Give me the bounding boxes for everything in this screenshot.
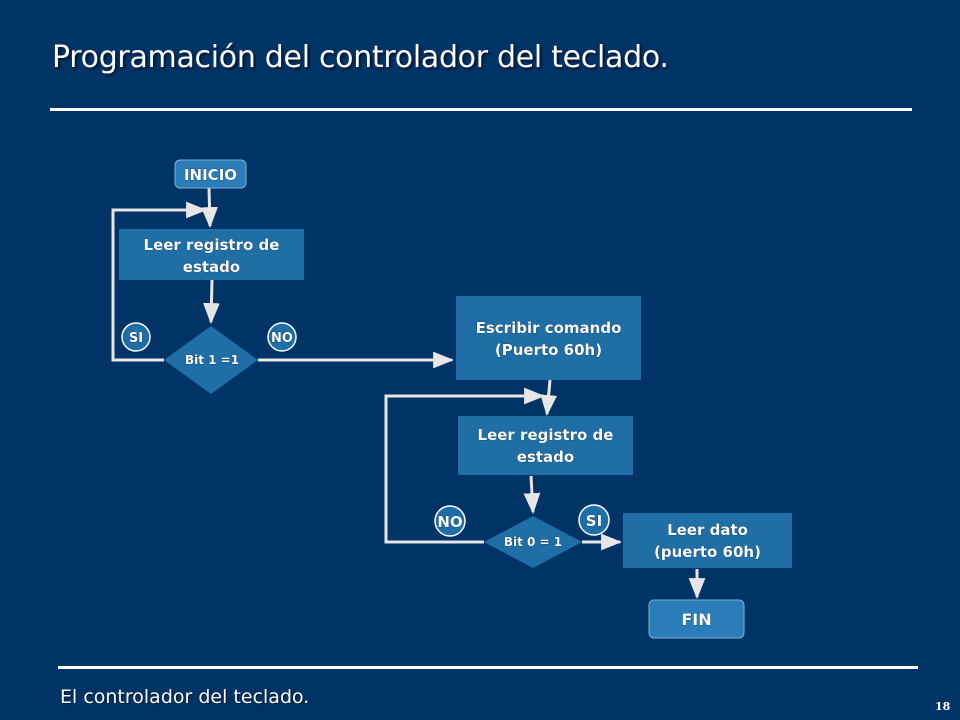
decision-1-no-badge: NO <box>267 322 297 352</box>
read-status-1-line1: Leer registro de <box>144 236 280 254</box>
read-status-1-line2: estado <box>183 258 240 276</box>
footer-divider <box>58 666 918 669</box>
connector-start-to-read1 <box>201 187 218 229</box>
decision-2-label: Bit 0 = 1 <box>504 535 562 549</box>
footer-text: El controlador del teclado. <box>60 686 310 708</box>
connector-write-to-read2 <box>540 379 558 417</box>
connector-read1-to-decision1 <box>203 279 220 325</box>
start-label: INICIO <box>184 166 237 184</box>
decision-1-yes-label: SI <box>129 331 143 346</box>
connector-read2-to-decision2 <box>523 475 541 515</box>
read-status-2-line1: Leer registro de <box>478 426 614 444</box>
process-write-command: Escribir comando (Puerto 60h) <box>456 296 641 380</box>
read-status-2-line2: estado <box>517 448 574 466</box>
decision-1-label: Bit 1 =1 <box>185 353 239 367</box>
decision-2-yes-label: SI <box>586 512 602 530</box>
process-read-status-1: Leer registro de estado <box>119 229 304 280</box>
page-number: 18 <box>935 700 951 713</box>
title-divider <box>50 108 912 111</box>
decision-2: Bit 0 = 1 <box>484 516 582 568</box>
end-node: FIN <box>648 599 745 639</box>
decision-1-yes-badge: SI <box>121 322 151 352</box>
decision-1-no-label: NO <box>271 331 293 346</box>
connector-decision1-yes-loop <box>111 201 208 362</box>
connector-decision2-no-loop <box>384 387 546 544</box>
process-read-data: Leer dato (puerto 60h) <box>623 513 792 568</box>
read-data-line2: (puerto 60h) <box>654 543 761 561</box>
read-data-line1: Leer dato <box>667 521 748 539</box>
write-command-line2: (Puerto 60h) <box>495 341 602 359</box>
decision-2-no-badge: NO <box>434 505 466 537</box>
end-label: FIN <box>681 610 711 629</box>
write-command-line1: Escribir comando <box>476 319 622 337</box>
process-read-status-2: Leer registro de estado <box>458 416 633 475</box>
slide-title: Programación del controlador del teclado… <box>52 40 669 75</box>
decision-1: Bit 1 =1 <box>164 326 258 394</box>
decision-2-yes-badge: SI <box>578 504 610 536</box>
decision-2-no-label: NO <box>437 513 462 531</box>
start-node: INICIO <box>174 159 247 189</box>
